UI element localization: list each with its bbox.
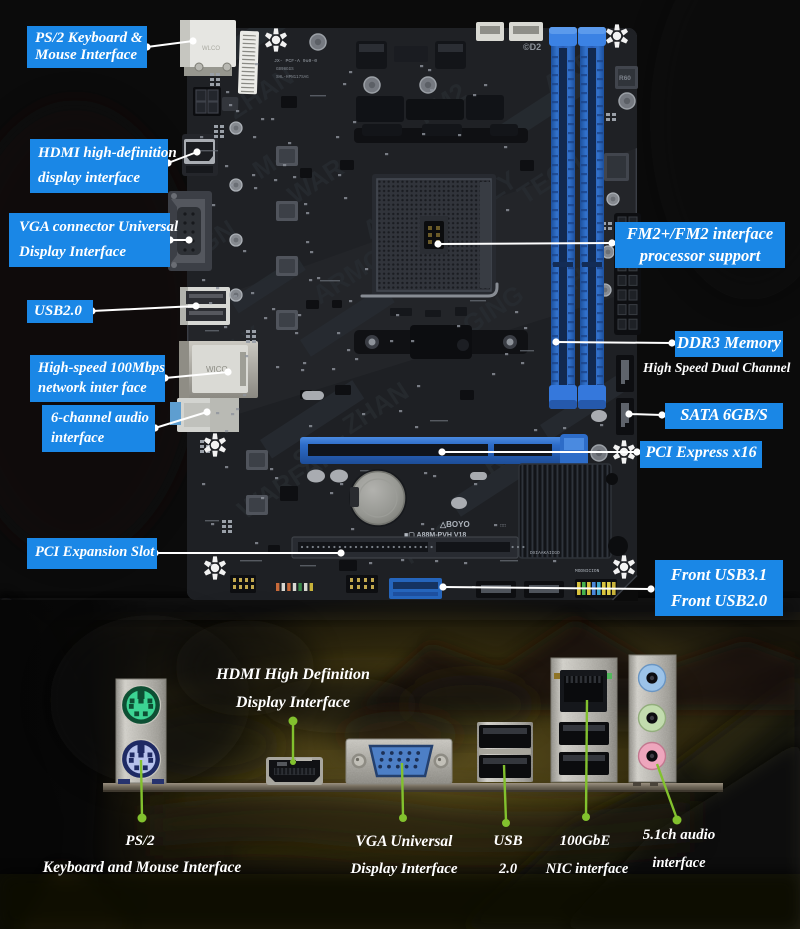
svg-text:GB98GGS: GB98GGS bbox=[276, 68, 294, 72]
svg-text:WLCO: WLCO bbox=[202, 46, 220, 52]
svg-text:JX- PCF-A 9u0-0: JX- PCF-A 9u0-0 bbox=[274, 58, 317, 64]
svg-text:©D2: ©D2 bbox=[523, 42, 541, 52]
svg-text:△BOYO: △BOYO bbox=[439, 520, 470, 529]
svg-text:DXIAAKAIIGO: DXIAAKAIIGO bbox=[530, 550, 560, 556]
svg-text:MODNICION: MODNICION bbox=[575, 568, 600, 574]
svg-text:R60: R60 bbox=[619, 75, 631, 82]
svg-text:■▢ A88M-PVH V18: ■▢ A88M-PVH V18 bbox=[404, 532, 466, 539]
svg-text:SHL-HPN117SAG: SHL-HPN117SAG bbox=[276, 76, 309, 80]
svg-text:□□: □□ bbox=[500, 523, 506, 529]
svg-text:WICO: WICO bbox=[206, 365, 228, 374]
